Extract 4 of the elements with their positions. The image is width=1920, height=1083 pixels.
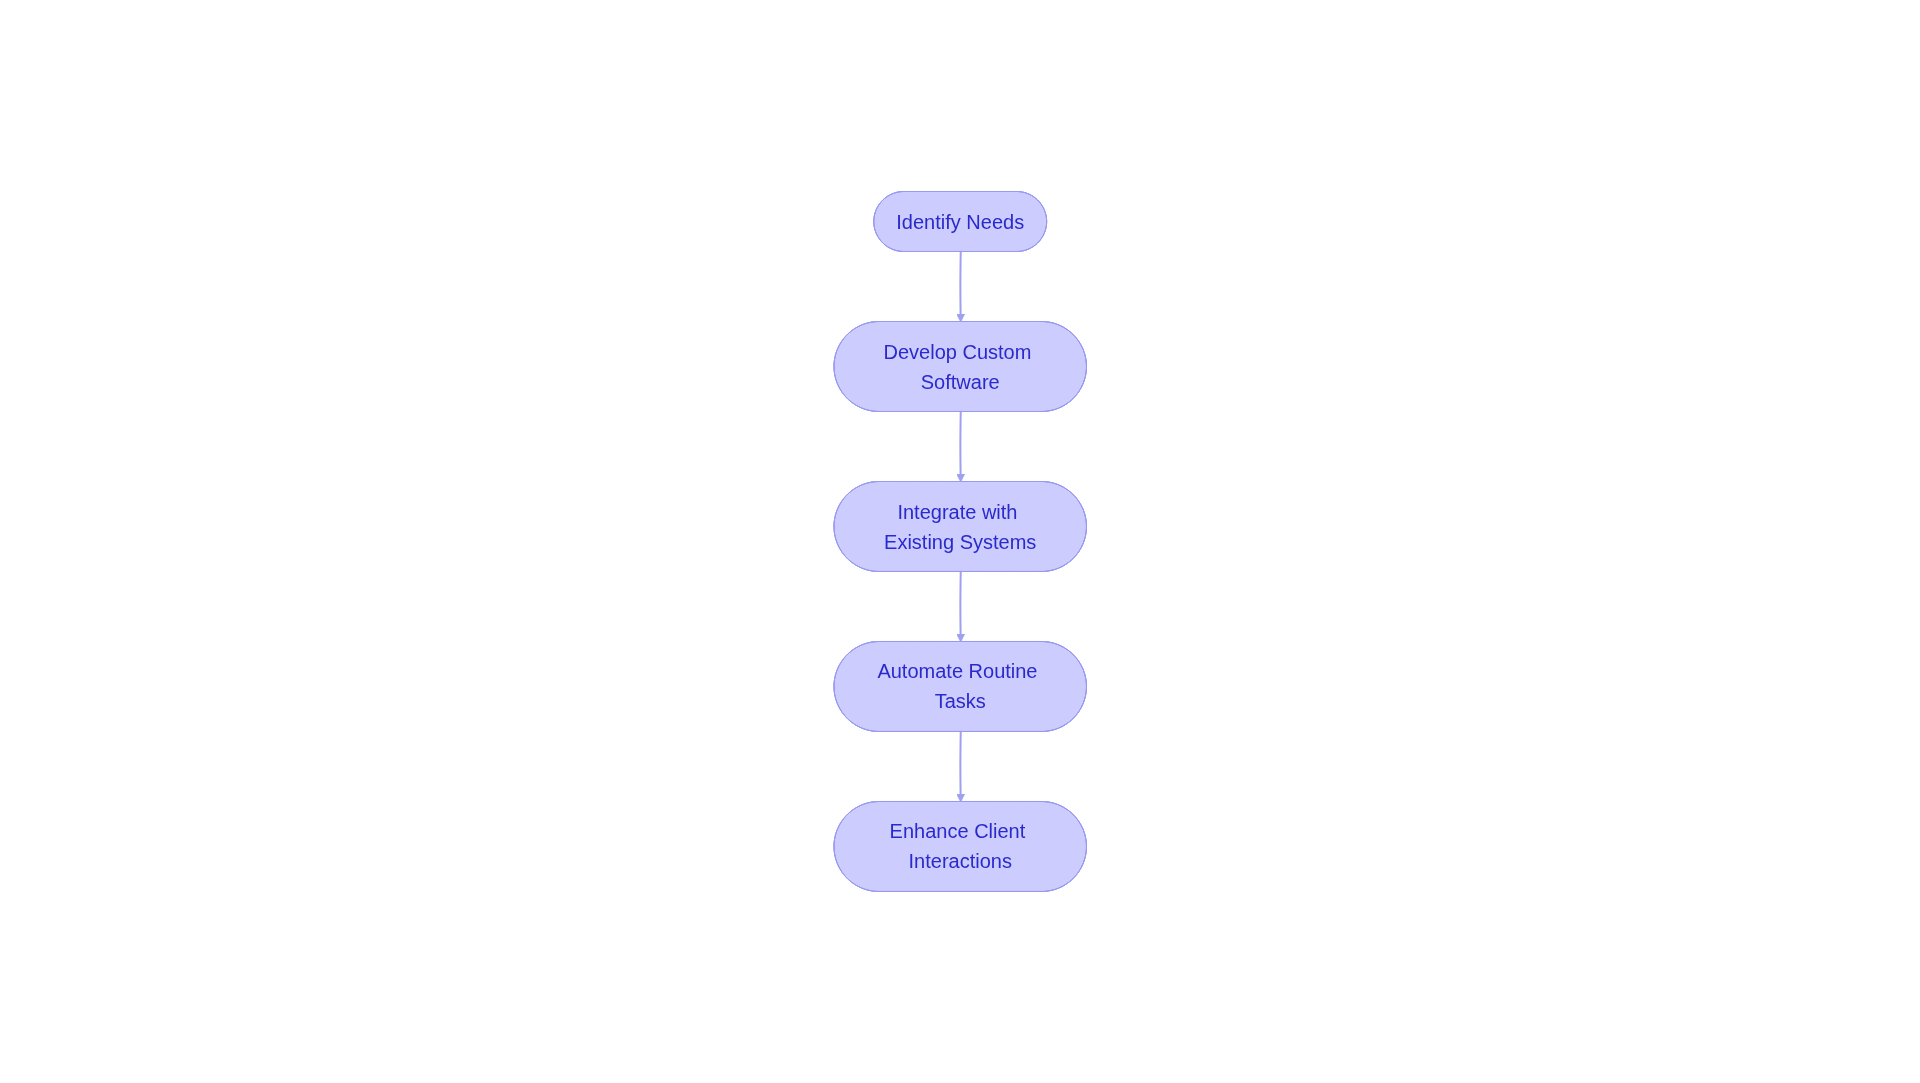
arrow xyxy=(956,251,965,323)
arrow xyxy=(956,731,965,803)
arrow xyxy=(956,411,965,483)
arrow xyxy=(956,571,965,643)
